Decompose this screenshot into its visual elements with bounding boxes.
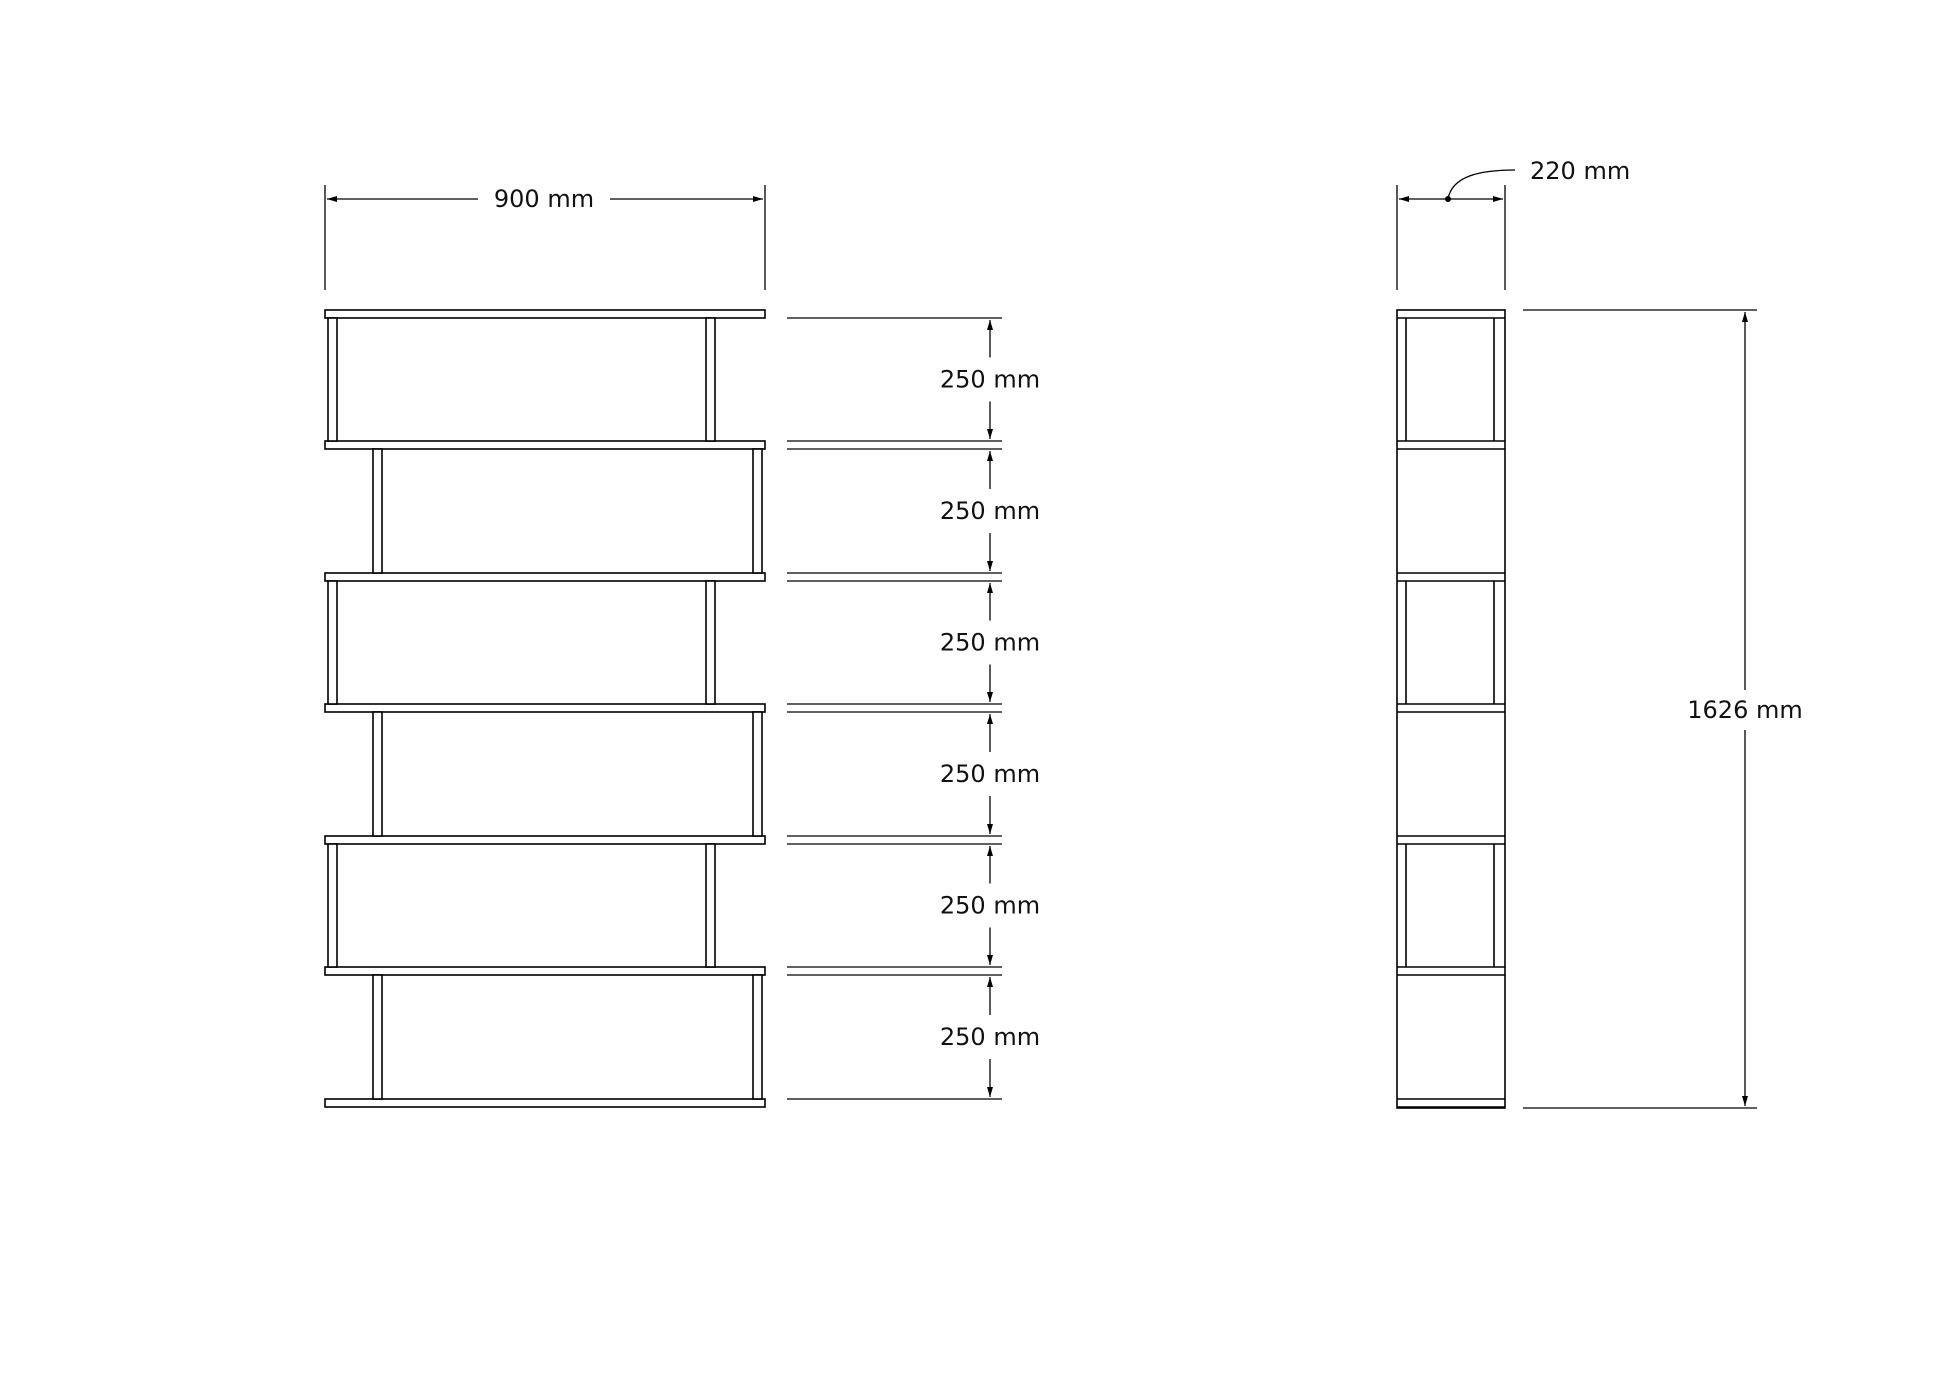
width-label: 900 mm	[494, 185, 594, 213]
spacing-label: 250 mm	[940, 629, 1040, 657]
shelf-board	[324, 1098, 766, 1108]
side-panel	[705, 580, 716, 705]
side-panel	[752, 448, 763, 574]
side-panel	[372, 711, 383, 837]
front-view	[324, 309, 766, 1108]
depth-dimension: 220 mm	[1396, 157, 1630, 290]
shelf-board	[324, 309, 766, 319]
spacing-label: 250 mm	[940, 497, 1040, 525]
side-panel	[327, 580, 338, 705]
width-dimension: 900 mm	[324, 185, 766, 290]
shelf-board	[324, 703, 766, 713]
side-panel	[752, 974, 763, 1100]
depth-leader	[1447, 169, 1516, 200]
shelf-board	[324, 835, 766, 845]
spacing-label: 250 mm	[940, 760, 1040, 788]
side-panel	[705, 317, 716, 442]
shelf-board	[324, 966, 766, 976]
side-view	[1396, 309, 1506, 1109]
front-side-panels	[327, 317, 763, 1100]
shelf-board	[324, 572, 766, 582]
spacing-label: 250 mm	[940, 892, 1040, 920]
side-panel	[372, 448, 383, 574]
side-panel	[752, 711, 763, 837]
side-panel	[705, 843, 716, 968]
shelf-board	[324, 440, 766, 450]
height-dimension: 1626 mm	[1523, 309, 1803, 1109]
side-panel	[372, 974, 383, 1100]
side-panel	[327, 317, 338, 442]
front-shelves	[324, 309, 766, 1108]
shelf-spacing-dimensions: 250 mm 250 mm 250 mm 250 mm 250 mm 250 mm	[787, 317, 1040, 1100]
depth-label: 220 mm	[1530, 157, 1630, 185]
spacing-label: 250 mm	[940, 366, 1040, 394]
side-shelves	[1397, 317, 1505, 1108]
height-label: 1626 mm	[1687, 696, 1802, 724]
side-panel	[327, 843, 338, 968]
side-panels	[1405, 318, 1495, 967]
spacing-label: 250 mm	[940, 1023, 1040, 1051]
side-outline	[1396, 309, 1506, 1109]
